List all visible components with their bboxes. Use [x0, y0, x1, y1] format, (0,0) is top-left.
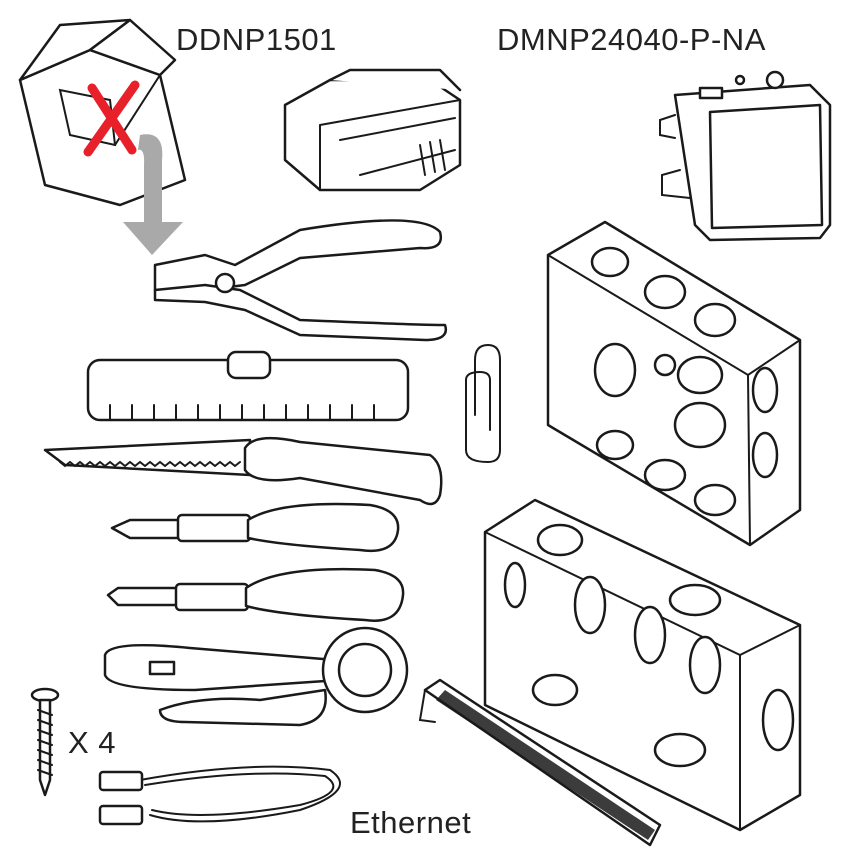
- rectangular-junction-box-icon: [483, 498, 802, 832]
- jab-saw-icon: [43, 436, 443, 506]
- power-module-device: [659, 70, 832, 242]
- tape-measure-icon: [418, 678, 662, 847]
- gateway-model-label: DDNP1501: [176, 22, 337, 57]
- pliers-icon: [153, 219, 448, 342]
- module-model-label: DMNP24040-P-NA: [497, 22, 766, 57]
- ethernet-cable-icon: [98, 765, 341, 826]
- arrow-down-icon: [123, 134, 183, 255]
- flat-screwdriver-icon: [106, 567, 405, 622]
- ethernet-label: Ethernet: [350, 805, 472, 840]
- phillips-screwdriver-icon: [110, 502, 400, 553]
- screw-icon: [30, 687, 60, 797]
- screw-quantity-label: X 4: [68, 725, 117, 760]
- paperclip-icon: [465, 343, 501, 464]
- spirit-level-icon: [86, 350, 410, 422]
- cable-stripper-icon: [103, 626, 409, 727]
- din-rail-gateway-device: [283, 68, 462, 192]
- cross-mark-icon: [83, 80, 140, 157]
- square-junction-box-icon: [546, 220, 802, 547]
